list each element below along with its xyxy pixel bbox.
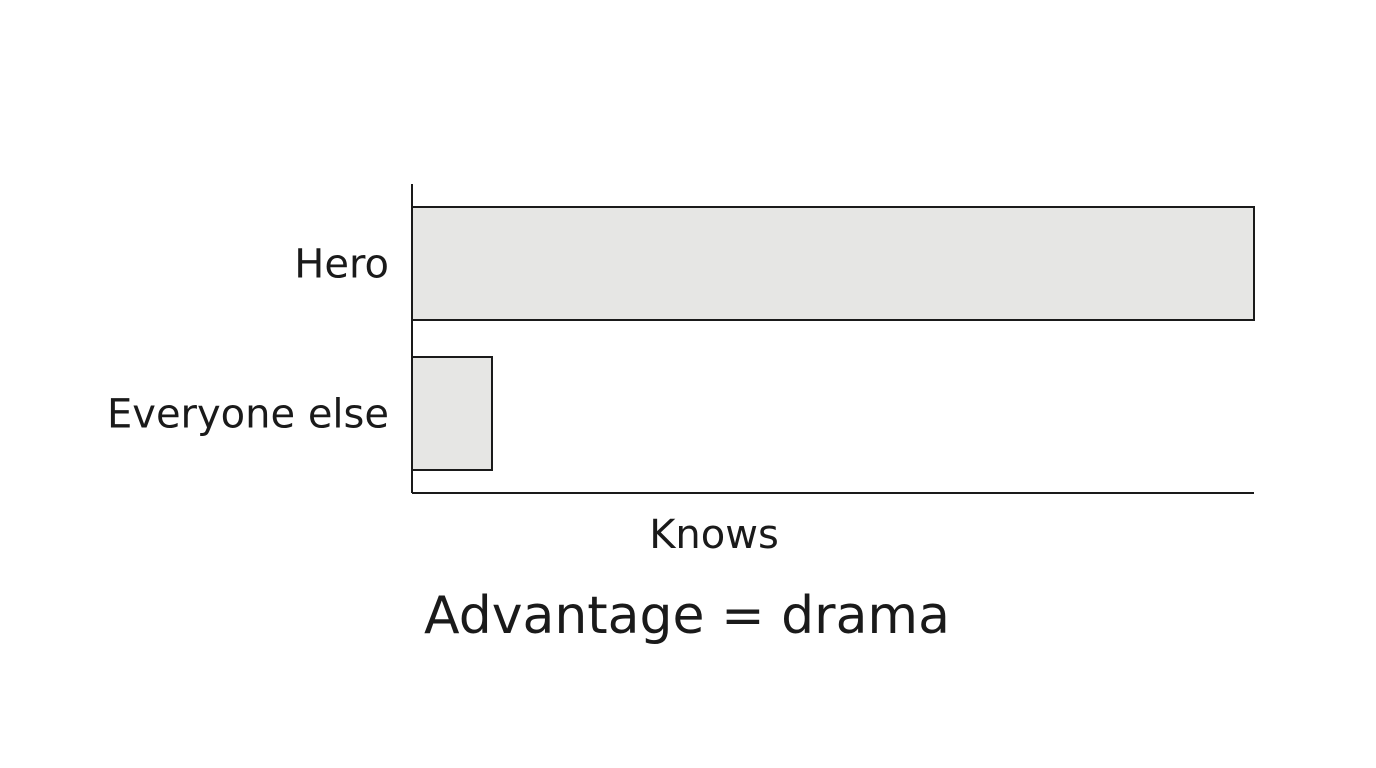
category-label-1: Everyone else xyxy=(107,392,389,438)
bar-1 xyxy=(411,356,493,471)
x-axis-label: Knows xyxy=(649,512,779,558)
category-label-0: Hero xyxy=(294,242,389,288)
bars-group xyxy=(411,206,1255,471)
chart-annotation: Advantage = drama xyxy=(424,586,950,646)
bar-0 xyxy=(411,206,1255,321)
